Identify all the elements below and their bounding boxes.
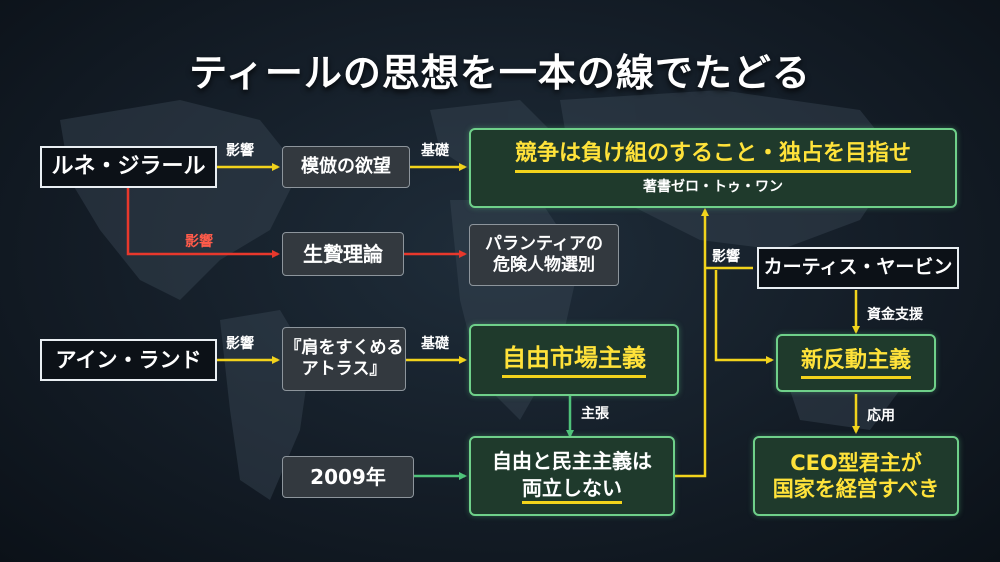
node-neoreaction-label: 新反動主義	[800, 347, 911, 380]
arrow-yarvin-neoreaction-left	[714, 270, 774, 364]
node-scapegoat-label: 生贄理論	[303, 241, 383, 266]
node-year-2009: 2009年	[282, 456, 414, 498]
label-basis-1: 基礎	[421, 143, 449, 159]
node-libertarian: 自由市場主義	[469, 324, 679, 396]
node-freedom-line2: 両立しない	[522, 476, 622, 504]
node-scapegoat: 生贄理論	[282, 232, 404, 276]
node-competition-label: 競争は負け組のすること・独占を目指せ	[514, 140, 911, 173]
node-ceo-line1: CEO型君主が	[790, 450, 922, 475]
node-rand: アイン・ランド	[40, 339, 217, 381]
node-freedom-line1: 自由と民主主義は	[492, 448, 652, 473]
node-atlas-line1: 『肩をすくめる	[284, 337, 404, 358]
node-atlas-line2: アトラス』	[301, 359, 387, 379]
node-palantir: パランティアの 危険人物選別	[469, 224, 619, 286]
node-zero-to-one-label: 著書ゼロ・トゥ・ワン	[643, 178, 783, 195]
node-palantir-line2: 危険人物選別	[493, 255, 595, 275]
arrow-girard-scapegoat	[126, 188, 280, 258]
label-claim: 主張	[581, 406, 609, 422]
node-yarvin-label: カーティス・ヤービン	[763, 256, 953, 279]
node-ceo-line2: 国家を経営すべき	[772, 477, 940, 501]
label-basis-2: 基礎	[421, 336, 449, 352]
page-title: ティールの思想を一本の線でたどる	[189, 51, 811, 95]
node-mimetic-desire: 模倣の欲望	[282, 146, 410, 188]
node-yarvin: カーティス・ヤービン	[757, 247, 959, 289]
label-application: 応用	[867, 408, 895, 424]
node-competition: 競争は負け組のすること・独占を目指せ 著書ゼロ・トゥ・ワン	[469, 128, 957, 208]
node-palantir-line1: パランティアの	[485, 233, 603, 254]
label-influence-3: 影響	[712, 249, 740, 265]
node-year-label: 2009年	[310, 464, 386, 489]
label-influence-red: 影響	[185, 234, 213, 250]
label-funding: 資金支援	[867, 307, 923, 323]
label-influence-1: 影響	[226, 143, 254, 159]
node-libertarian-label: 自由市場主義	[502, 343, 646, 378]
node-rand-label: アイン・ランド	[55, 347, 202, 372]
node-atlas-shrugged: 『肩をすくめる アトラス』	[282, 327, 406, 391]
node-ceo-monarch: CEO型君主が 国家を経営すべき	[753, 436, 959, 516]
label-influence-2: 影響	[226, 336, 254, 352]
arrow-freedom-competition	[675, 208, 709, 478]
node-neoreaction: 新反動主義	[776, 334, 936, 392]
node-girard: ルネ・ジラール	[40, 146, 217, 188]
node-freedom-democracy: 自由と民主主義は 両立しない	[469, 436, 675, 516]
node-girard-label: ルネ・ジラール	[51, 154, 206, 180]
node-mimetic-label: 模倣の欲望	[301, 155, 391, 177]
